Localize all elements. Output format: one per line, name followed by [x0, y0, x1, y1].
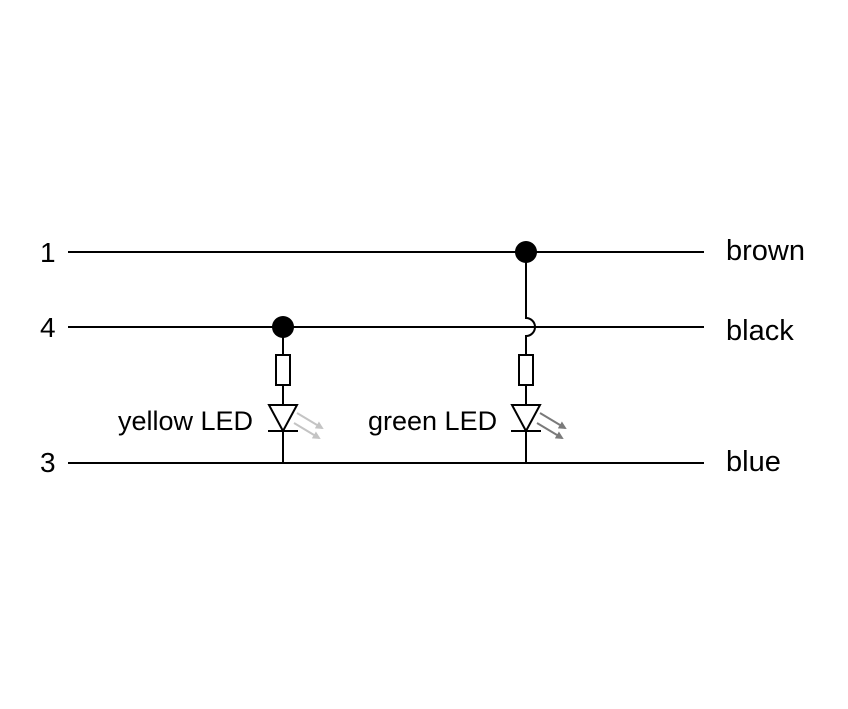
resistor-symbol [518, 354, 534, 386]
pin-label-1: 1 [40, 237, 56, 268]
led-diode-icon [267, 404, 299, 434]
yellow-led-branch: yellow LED [118, 316, 324, 463]
yellow-led-label: yellow LED [118, 406, 253, 436]
pin-label-4: 4 [40, 312, 56, 343]
resistor-symbol [275, 354, 291, 386]
green-led-label: green LED [368, 406, 497, 436]
light-ray-icon [536, 422, 564, 440]
light-ray-icon [539, 412, 567, 430]
led-diode-icon [510, 404, 542, 434]
wire-crossover-hop [525, 252, 536, 355]
wire-color-label-blue: blue [726, 446, 781, 478]
green-led-branch: green LED [368, 241, 567, 463]
wire-color-label-brown: brown [726, 235, 805, 267]
light-ray-icon [293, 422, 321, 440]
light-ray-icon [296, 412, 324, 430]
wire-color-label-black: black [726, 315, 794, 347]
pin-label-3: 3 [40, 447, 56, 478]
